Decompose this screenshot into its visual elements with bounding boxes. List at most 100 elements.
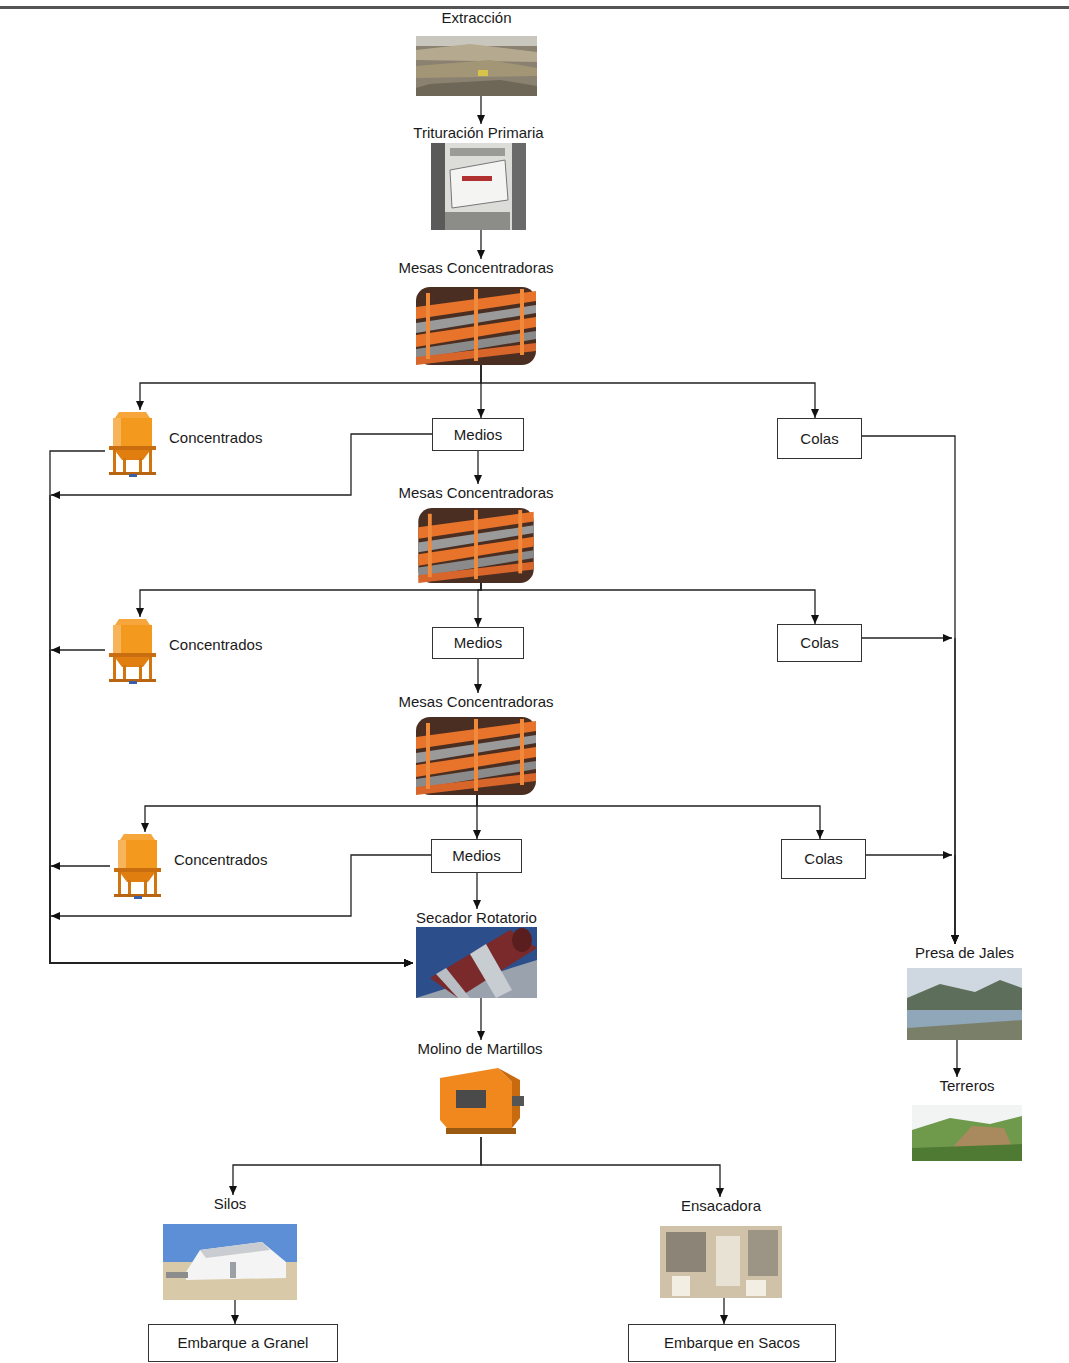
arrow-head bbox=[473, 900, 481, 909]
arrow-head bbox=[51, 862, 60, 870]
flow-line bbox=[866, 854, 952, 855]
flow-arrow bbox=[477, 998, 485, 1040]
node-label: Medios bbox=[454, 426, 502, 444]
bagging-machine-photo-part bbox=[746, 1280, 766, 1296]
flow-arrow bbox=[136, 583, 481, 617]
flow-line bbox=[477, 795, 820, 839]
arrow-head bbox=[474, 618, 482, 627]
node-label: Secador Rotatorio bbox=[416, 909, 537, 927]
crusher-photo-part bbox=[512, 143, 526, 230]
flow-line bbox=[954, 638, 955, 944]
flow-arrow bbox=[231, 1300, 239, 1324]
node-label: Colas bbox=[804, 850, 842, 868]
pictured-step: Mesas Concentradoras bbox=[395, 259, 557, 365]
hammer-mill-photo bbox=[433, 1062, 527, 1137]
bagging-machine-photo-part bbox=[716, 1236, 740, 1286]
node-label: Trituración Primaria bbox=[413, 124, 543, 142]
arrow-head bbox=[51, 912, 60, 920]
top-rule-part bbox=[0, 6, 1069, 9]
rotary-dryer-photo-part bbox=[416, 927, 537, 998]
flow-line bbox=[862, 637, 952, 638]
pictured-step: Extracción bbox=[416, 9, 537, 96]
flow-arrow bbox=[720, 1298, 728, 1324]
flow-arrow bbox=[136, 365, 481, 410]
pictured-step: Secador Rotatorio bbox=[413, 909, 540, 998]
hammer-mill-photo-part bbox=[456, 1090, 486, 1108]
crusher-photo-part bbox=[431, 143, 526, 230]
arrow-head bbox=[51, 491, 60, 499]
flow-arrow bbox=[953, 1040, 961, 1077]
arrow-head bbox=[231, 1315, 239, 1324]
process-box: Embarque a Granel bbox=[148, 1324, 338, 1362]
flow-arrow bbox=[481, 365, 819, 418]
node-label: Embarque a Granel bbox=[178, 1334, 309, 1352]
waste-dump-photo-part bbox=[912, 1144, 1022, 1161]
node-label: Mesas Concentradoras bbox=[398, 484, 553, 502]
top-rule bbox=[0, 6, 1069, 9]
hammer-mill-photo-part bbox=[440, 1068, 512, 1134]
flow-arrow bbox=[862, 634, 959, 944]
flow-line bbox=[50, 495, 413, 963]
silo-photo-part bbox=[230, 1262, 236, 1278]
quarry-photo bbox=[416, 36, 537, 96]
arrow-head bbox=[951, 935, 959, 944]
arrow-head bbox=[404, 959, 413, 967]
arrow-head bbox=[136, 401, 144, 410]
shaking-table-photo-part bbox=[418, 508, 533, 583]
pictured-step: Silos bbox=[163, 1195, 297, 1300]
arrow-head bbox=[229, 1186, 237, 1195]
hammer-mill-photo-part bbox=[433, 1062, 527, 1137]
arrow-head bbox=[404, 959, 413, 967]
flow-line bbox=[481, 583, 815, 624]
tailings-dam-photo-part bbox=[907, 980, 1022, 1012]
flow-arrow bbox=[474, 659, 482, 693]
concentrate-step: Concentrados bbox=[105, 410, 267, 478]
concentrate-tank-icon bbox=[109, 412, 161, 899]
pictured-step: Trituración Primaria bbox=[410, 124, 547, 230]
node-label: Medios bbox=[452, 847, 500, 865]
flow-arrow bbox=[474, 451, 482, 484]
flow-arrow bbox=[481, 583, 819, 624]
concentrate-tank-icon-part bbox=[114, 834, 161, 899]
process-box: Colas bbox=[781, 839, 866, 879]
pictured-step: Ensacadora bbox=[660, 1197, 782, 1298]
tailings-dam-photo-part bbox=[907, 968, 1022, 1040]
process-box: Medios bbox=[431, 839, 522, 873]
flow-line bbox=[140, 583, 481, 617]
waste-dump-photo bbox=[912, 1105, 1022, 1161]
shaking-table-photo bbox=[416, 287, 536, 795]
flow-line bbox=[233, 1137, 481, 1195]
flow-arrow bbox=[477, 230, 485, 259]
arrow-head bbox=[404, 959, 413, 967]
flow-arrow bbox=[481, 1137, 724, 1197]
pictured-step: Presa de Jales bbox=[907, 944, 1022, 1040]
flow-line bbox=[50, 866, 413, 963]
flow-arrow bbox=[50, 862, 413, 967]
rotary-dryer-photo bbox=[416, 927, 537, 998]
arrow-head bbox=[404, 959, 413, 967]
node-label: Embarque en Sacos bbox=[664, 1334, 800, 1352]
hammer-mill-photo-part bbox=[446, 1128, 516, 1134]
node-label: Ensacadora bbox=[681, 1197, 761, 1215]
concentrate-step: Concentrados bbox=[105, 617, 267, 685]
pictured-step: Molino de Martillos bbox=[414, 1040, 546, 1137]
crusher-photo-part bbox=[431, 143, 445, 230]
flow-arrow bbox=[477, 795, 824, 839]
arrow-head bbox=[51, 646, 60, 654]
arrow-head bbox=[943, 634, 952, 642]
node-label: Concentrados bbox=[169, 429, 262, 447]
quarry-photo-part bbox=[416, 60, 537, 78]
node-label: Molino de Martillos bbox=[417, 1040, 542, 1058]
crusher-photo-part bbox=[450, 160, 508, 208]
flow-arrow bbox=[141, 795, 477, 832]
concentrate-step: Concentrados bbox=[110, 832, 272, 900]
arrow-head bbox=[474, 684, 482, 693]
pictured-step: Terreros bbox=[912, 1077, 1022, 1161]
node-label: Mesas Concentradoras bbox=[398, 259, 553, 277]
quarry-photo-part bbox=[416, 80, 537, 96]
flow-line bbox=[862, 436, 955, 944]
process-box: Colas bbox=[777, 418, 862, 459]
concentrate-tank-icon-part bbox=[109, 412, 156, 477]
